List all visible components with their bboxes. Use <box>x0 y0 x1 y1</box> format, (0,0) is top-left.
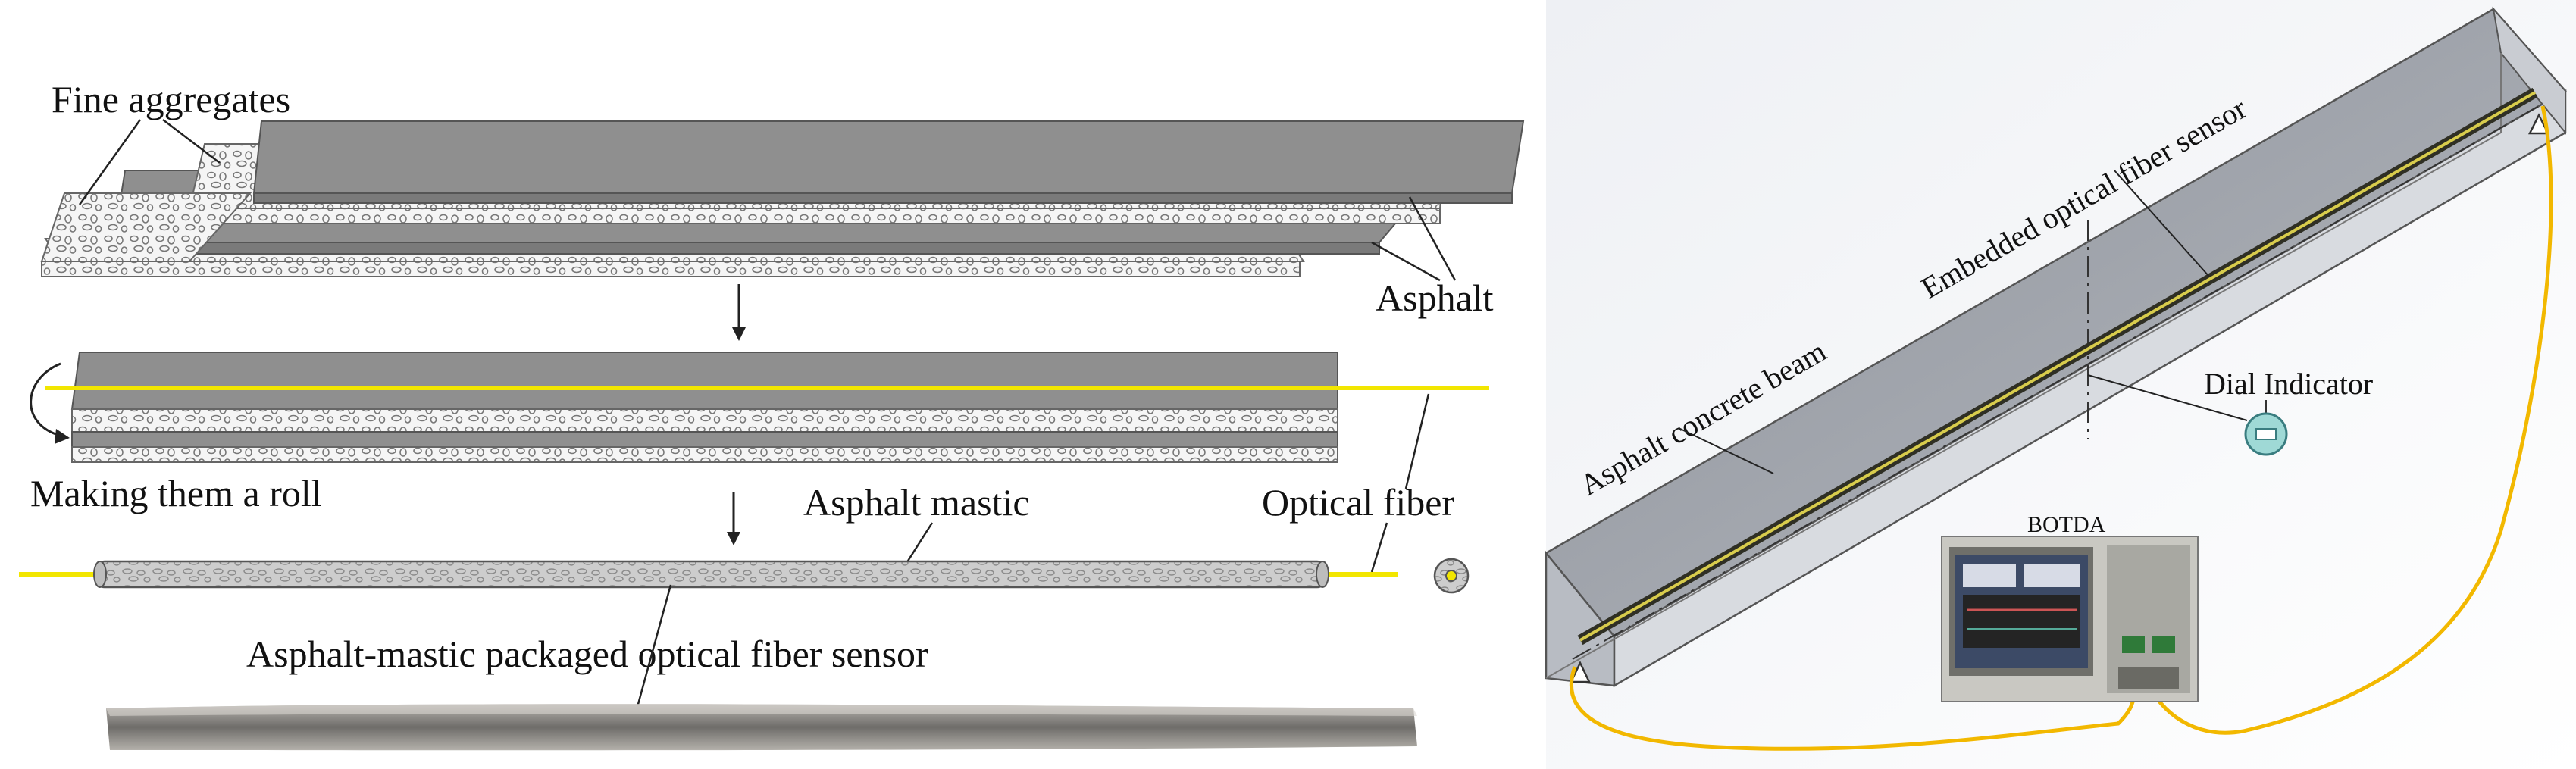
leader-line <box>78 119 142 205</box>
botda-device-photo <box>1941 536 2199 702</box>
sensor-photo <box>106 704 1417 751</box>
left-panel: Fine aggregates Asphalt Making them a ro… <box>19 78 1525 751</box>
fiber-cable <box>2146 105 2553 735</box>
down-arrow <box>732 284 746 341</box>
support-icon <box>1570 661 1591 683</box>
leader-line <box>631 584 672 724</box>
asphalt-layer-2 <box>252 120 1525 194</box>
fiber-cable <box>1569 666 2138 751</box>
leader-line <box>1678 427 1774 474</box>
botda-label: BOTDA <box>2027 512 2106 537</box>
leader-line <box>1404 393 1430 489</box>
layer-stack <box>40 120 1525 277</box>
leader-line <box>1370 522 1388 573</box>
leader-line <box>162 119 221 164</box>
dial-indicator-label: Dial Indicator <box>2204 367 2373 401</box>
down-arrow <box>727 492 740 545</box>
asphalt-label: Asphalt <box>1376 277 1494 319</box>
fine-aggregates-label: Fine aggregates <box>52 78 290 120</box>
dial-indicator-icon <box>2087 374 2288 456</box>
leader-line <box>2114 170 2210 277</box>
roll-stage <box>30 352 1489 463</box>
packaged-sensor-rod <box>19 560 1398 589</box>
leader-line <box>1371 241 1441 282</box>
leader-line <box>1408 196 1457 281</box>
leader-line <box>904 522 934 565</box>
embedded-fiber-sensor <box>1577 87 2538 646</box>
asphalt-mastic-label: Asphalt mastic <box>803 481 1030 524</box>
making-roll-label: Making them a roll <box>30 472 322 514</box>
roll-arrow-icon <box>30 362 61 437</box>
optical-fiber-label: Optical fiber <box>1262 481 1454 524</box>
asphalt-concrete-beam <box>1545 6 2567 688</box>
cross-section-icon <box>1433 558 1470 594</box>
support-icon <box>2527 113 2550 135</box>
right-panel: Asphalt concrete beam Embedded optical f… <box>1545 0 2576 769</box>
packaged-sensor-label: Asphalt-mastic packaged optical fiber se… <box>246 633 928 675</box>
